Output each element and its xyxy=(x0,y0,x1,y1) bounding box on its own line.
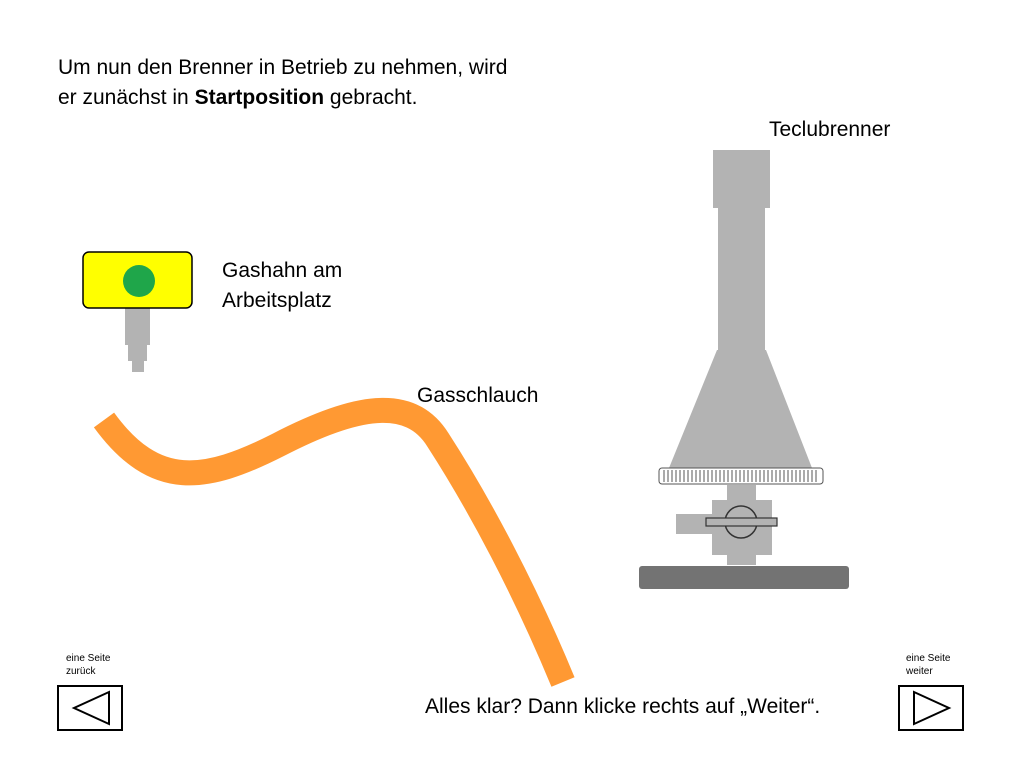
burner-base xyxy=(639,566,849,589)
gas-valve-lever[interactable] xyxy=(705,517,778,527)
burner-cone xyxy=(669,350,812,468)
label-gas-hose: Gasschlauch xyxy=(417,384,539,407)
gas-tap-knob[interactable] xyxy=(123,265,155,297)
gas-tap xyxy=(82,251,193,372)
instruction-text: Um nun den Brenner in Betrieb zu nehmen,… xyxy=(58,53,507,113)
label-gas-tap: Gashahn am Arbeitsplatz xyxy=(222,256,342,316)
instruction-line-1: Um nun den Brenner in Betrieb zu nehmen,… xyxy=(58,56,508,79)
next-caption-line-1: eine Seite xyxy=(906,653,951,664)
label-gas-tap-line-1: Gashahn am xyxy=(222,259,343,282)
instruction-emphasis: Startposition xyxy=(194,86,325,109)
instruction-line-2-end: gebracht. xyxy=(324,86,418,109)
next-caption-line-2: weiter xyxy=(906,666,933,677)
burner-tube-top xyxy=(713,150,770,208)
teclu-burner xyxy=(639,150,849,589)
label-teclu-burner: Teclubrenner xyxy=(769,118,891,141)
footer-prompt: Alles klar? Dann klicke rechts auf „Weit… xyxy=(425,695,821,718)
triangle-right-icon xyxy=(913,690,952,726)
burner-tube xyxy=(718,206,765,353)
back-caption: eine Seite zurück xyxy=(66,652,110,678)
triangle-left-icon xyxy=(71,690,110,726)
label-gas-tap-line-2: Arbeitsplatz xyxy=(222,289,332,312)
gas-tap-nozzle xyxy=(128,343,147,361)
instruction-line-2-start: er zunächst in xyxy=(58,86,195,109)
back-caption-line-1: eine Seite xyxy=(66,653,111,664)
air-regulator-ring[interactable] xyxy=(658,467,824,485)
gas-inlet xyxy=(676,514,713,534)
instruction-line-2: er zunächst in Startposition gebracht. xyxy=(58,83,507,113)
gas-tap-stem xyxy=(125,305,150,345)
back-button[interactable] xyxy=(57,685,123,731)
next-caption: eine Seite weiter xyxy=(906,652,950,678)
gas-tap-nozzle-tip xyxy=(132,360,144,372)
next-button[interactable] xyxy=(898,685,964,731)
back-caption-line-2: zurück xyxy=(66,666,96,677)
gas-hose xyxy=(93,397,575,687)
